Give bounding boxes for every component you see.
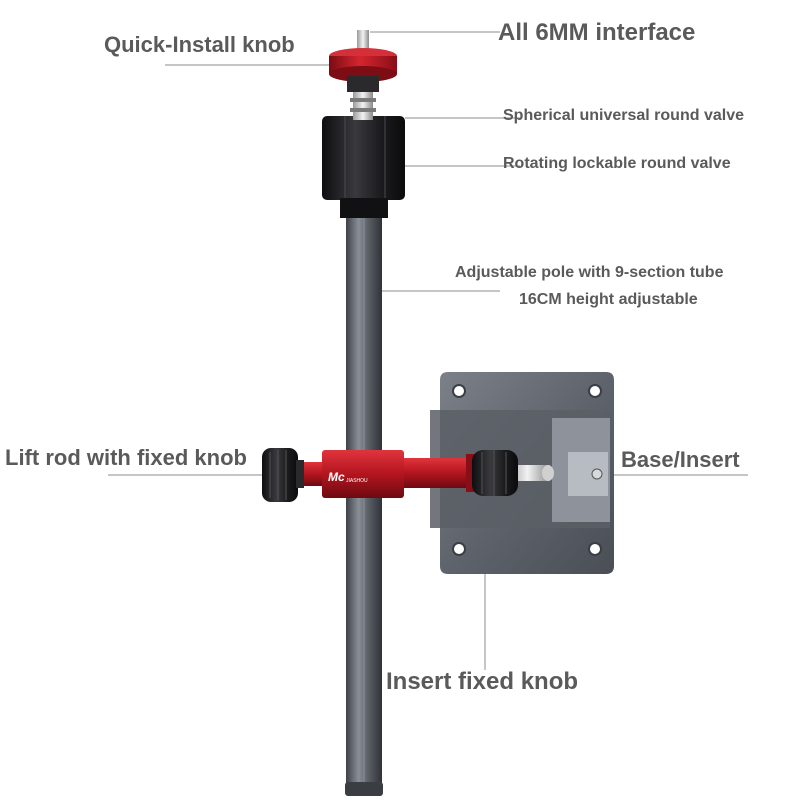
spherical-valve — [350, 90, 376, 120]
insert-fixed-knob — [466, 450, 518, 496]
quick-install-knob — [329, 30, 397, 92]
label-base-insert: Base/Insert — [621, 447, 740, 472]
pole-clamp: Mc JIASHOU — [322, 450, 404, 498]
label-insert-fixed-knob: Insert fixed knob — [386, 668, 579, 695]
leader-lines — [108, 31, 748, 670]
adjustable-pole — [345, 215, 383, 796]
lift-rod-knob — [262, 448, 304, 502]
brand-subtext: JIASHOU — [346, 478, 368, 484]
brand-logo: Mc — [328, 470, 345, 484]
label-height-adjustable: 16CM height adjustable — [519, 291, 698, 308]
label-quick-install-knob: Quick-Install knob — [104, 32, 295, 57]
rotating-valve — [322, 116, 405, 218]
label-all-6mm-interface: All 6MM interface — [498, 19, 696, 46]
label-spherical-valve: Spherical universal round valve — [503, 107, 744, 124]
label-adjustable-pole: Adjustable pole with 9-section tube — [455, 264, 724, 281]
label-lift-rod-knob: Lift rod with fixed knob — [5, 445, 247, 470]
label-rotating-valve: Rotating lockable round valve — [503, 155, 731, 172]
